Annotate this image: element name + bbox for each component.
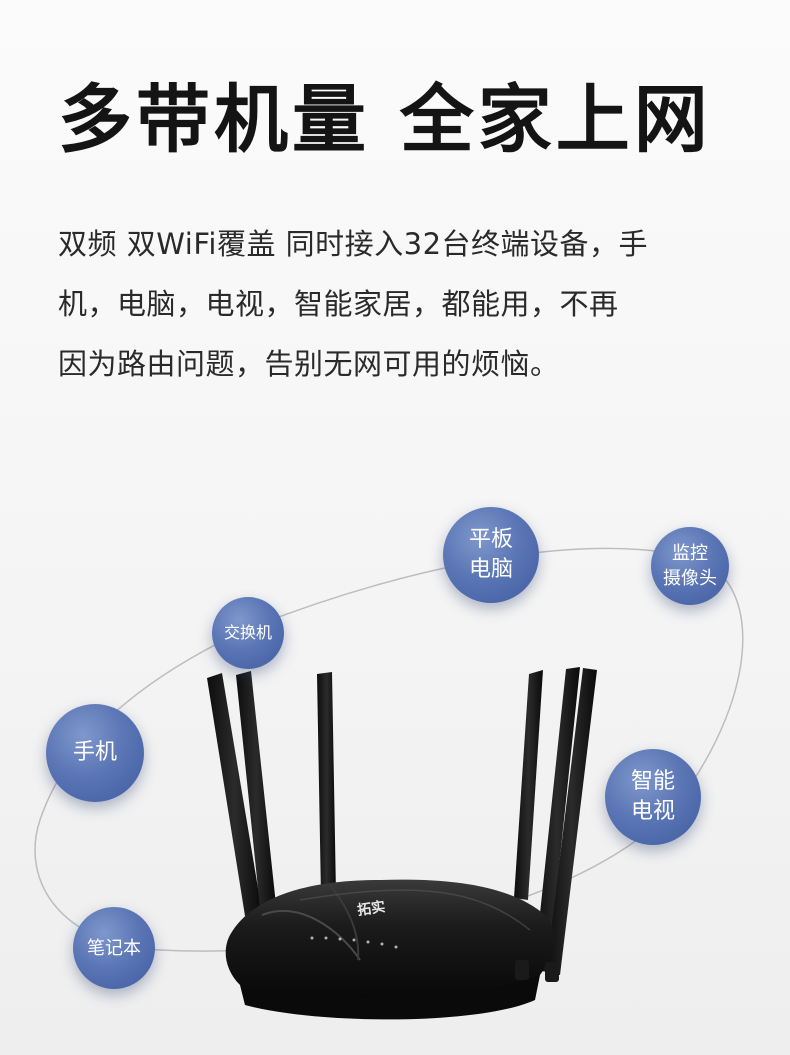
router-antennas bbox=[207, 667, 597, 975]
device-label-laptop: 笔记本 bbox=[87, 937, 141, 959]
router-body: 拓实 bbox=[225, 879, 559, 1020]
device-bubble-tablet: 平板 电脑 bbox=[443, 507, 539, 603]
device-label-smart-tv: 智能 电视 bbox=[630, 769, 675, 824]
device-label-camera: 监控 摄像头 bbox=[663, 543, 717, 589]
router-brand-logo: 拓实 bbox=[356, 898, 386, 919]
device-label-tablet: 平板 电脑 bbox=[468, 527, 513, 582]
description-line-1: 双频 双WiFi覆盖 同时接入32台终端设备，手 bbox=[58, 227, 649, 261]
device-bubble-camera: 监控 摄像头 bbox=[651, 527, 729, 605]
device-label-phone: 手机 bbox=[72, 740, 117, 765]
device-label-switch: 交换机 bbox=[223, 623, 272, 642]
device-bubble-phone: 手机 bbox=[46, 704, 144, 802]
orbit-ring bbox=[34, 547, 744, 952]
description-line-2: 机，电脑，电视，智能家居，都能用，不再 bbox=[58, 287, 619, 321]
description-line-3: 因为路由问题，告别无网可用的烦恼。 bbox=[58, 347, 560, 381]
page-headline: 多带机量 全家上网 bbox=[58, 77, 712, 163]
description: 双频 双WiFi覆盖 同时接入32台终端设备，手 机，电脑，电视，智能家居，都能… bbox=[58, 214, 738, 394]
device-bubble-smart-tv: 智能 电视 bbox=[605, 749, 701, 845]
device-bubble-laptop: 笔记本 bbox=[73, 907, 155, 989]
device-bubble-switch: 交换机 bbox=[212, 597, 284, 669]
